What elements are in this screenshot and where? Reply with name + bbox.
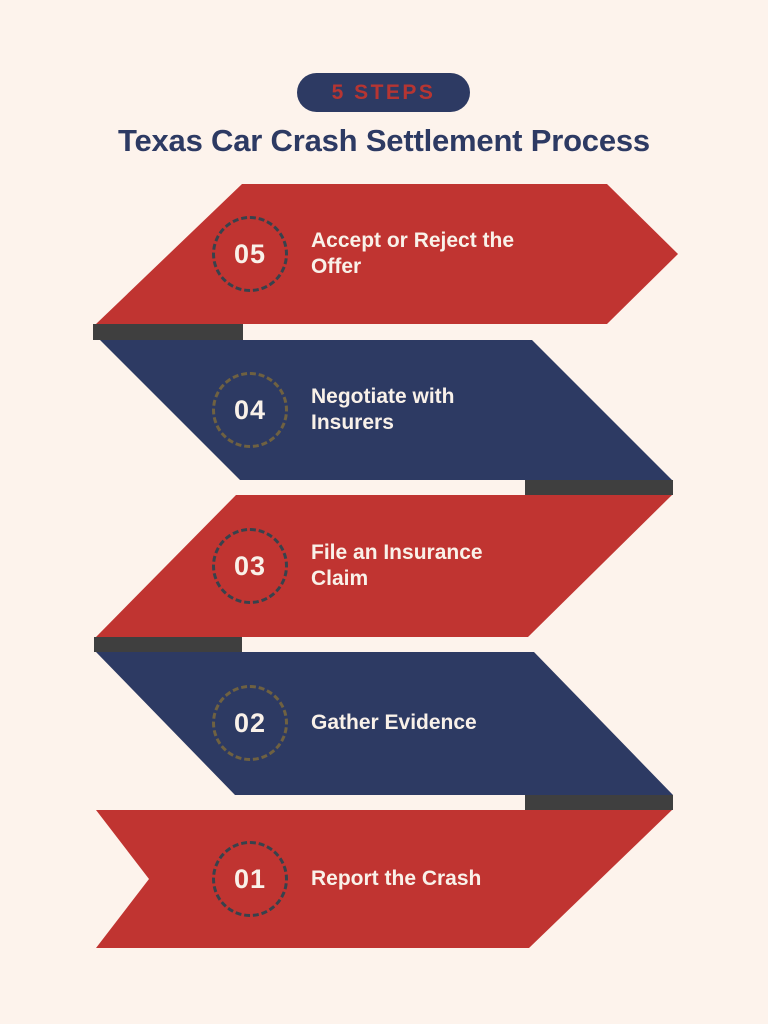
- step-row-04: 04 Negotiate with Insurers: [212, 372, 632, 448]
- step-number-circle-04: 04: [212, 372, 288, 448]
- step-row-05: 05 Accept or Reject the Offer: [212, 216, 632, 292]
- step-row-03: 03 File an Insurance Claim: [212, 528, 632, 604]
- connector-bar-mid-left: [94, 637, 242, 652]
- step-label-03: File an Insurance Claim: [311, 541, 483, 590]
- step-number-03: 03: [233, 550, 267, 581]
- step-number-05: 05: [233, 238, 267, 269]
- step-row-01: 01 Report the Crash: [212, 841, 632, 917]
- connector-bar-mid-right: [525, 480, 673, 495]
- step-label-02: Gather Evidence: [311, 711, 477, 734]
- connector-bar-top-left: [93, 324, 243, 340]
- step-label-01: Report the Crash: [311, 867, 482, 890]
- step-number-circle-05: 05: [212, 216, 288, 292]
- steps-count-badge-label: 5 STEPS: [331, 80, 436, 104]
- step-label-04: Negotiate with Insurers: [311, 385, 455, 434]
- page-title: Texas Car Crash Settlement Process: [118, 123, 650, 158]
- step-number-04: 04: [233, 394, 267, 425]
- step-number-circle-01: 01: [212, 841, 288, 917]
- steps-count-badge: 5 STEPS: [297, 73, 470, 112]
- step-label-05: Accept or Reject the Offer: [311, 229, 515, 278]
- step-number-02: 02: [233, 707, 267, 738]
- step-number-circle-02: 02: [212, 685, 288, 761]
- step-number-01: 01: [233, 863, 267, 894]
- step-number-circle-03: 03: [212, 528, 288, 604]
- connector-bar-bottom-right: [525, 795, 673, 810]
- step-row-02: 02 Gather Evidence: [212, 685, 632, 761]
